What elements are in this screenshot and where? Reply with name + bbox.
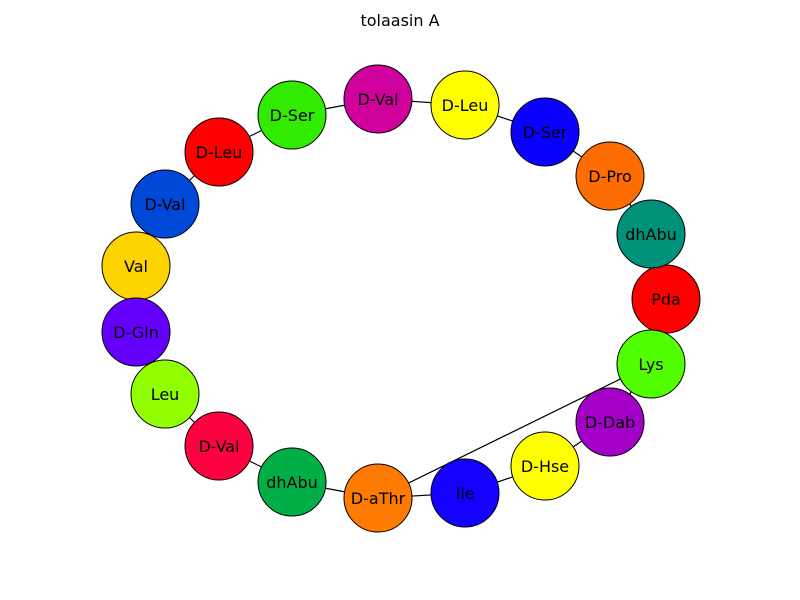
node-circle (510, 97, 580, 167)
node-n12: Leu (130, 359, 200, 429)
node-label: D-Dab (585, 413, 635, 432)
node-label: D-Val (144, 195, 185, 214)
node-circle (257, 447, 327, 517)
node-n10: Val (101, 231, 171, 301)
node-circle (257, 80, 327, 150)
node-n4: D-Ser (510, 97, 580, 167)
node-n2: dhAbu (616, 199, 686, 269)
node-n7: D-Ser (257, 80, 327, 150)
node-n17: D-Hse (510, 431, 580, 501)
node-label: Pda (651, 290, 681, 309)
node-circle (430, 70, 500, 140)
node-label: D-Hse (521, 457, 569, 476)
node-n9: D-Val (130, 169, 200, 239)
node-circle (575, 141, 645, 211)
node-n18: D-Dab (575, 387, 645, 457)
node-circle (510, 431, 580, 501)
graph-title: tolaasin A (360, 11, 439, 30)
node-label: D-Leu (196, 143, 243, 162)
node-label: dhAbu (625, 225, 677, 244)
node-n8: D-Leu (184, 117, 254, 187)
node-label: Ile (455, 484, 474, 503)
node-circle (184, 117, 254, 187)
node-label: D-Leu (442, 96, 489, 115)
node-n1: Pda (631, 264, 701, 334)
node-circle (575, 387, 645, 457)
node-n14: dhAbu (257, 447, 327, 517)
node-label: D-aThr (351, 489, 406, 508)
node-n6: D-Val (343, 64, 413, 134)
node-n11: D-Gln (101, 297, 171, 367)
node-circle (616, 199, 686, 269)
node-label: D-Pro (588, 167, 631, 186)
node-n16: Ile (430, 458, 500, 528)
node-circle (130, 169, 200, 239)
node-n3: D-Pro (575, 141, 645, 211)
node-n19: Lys (616, 329, 686, 399)
node-label: Lys (638, 355, 663, 374)
node-circle (430, 458, 500, 528)
node-label: D-Ser (270, 106, 315, 125)
node-label: D-Ser (523, 123, 568, 142)
node-label: Leu (151, 385, 180, 404)
node-layer: PdadhAbuD-ProD-SerD-LeuD-ValD-SerD-LeuD-… (101, 64, 701, 533)
node-circle (343, 64, 413, 134)
node-label: Val (124, 257, 148, 276)
edge-n19-n15 (377, 363, 652, 499)
node-label: D-Val (198, 437, 239, 456)
node-circle (343, 463, 413, 533)
node-n13: D-Val (184, 411, 254, 481)
node-n5: D-Leu (430, 70, 500, 140)
node-label: D-Val (357, 90, 398, 109)
node-circle (130, 359, 200, 429)
node-circle (616, 329, 686, 399)
node-label: dhAbu (266, 473, 318, 492)
node-circle (101, 297, 171, 367)
node-label: D-Gln (113, 323, 159, 342)
node-n15: D-aThr (343, 463, 413, 533)
node-circle (184, 411, 254, 481)
